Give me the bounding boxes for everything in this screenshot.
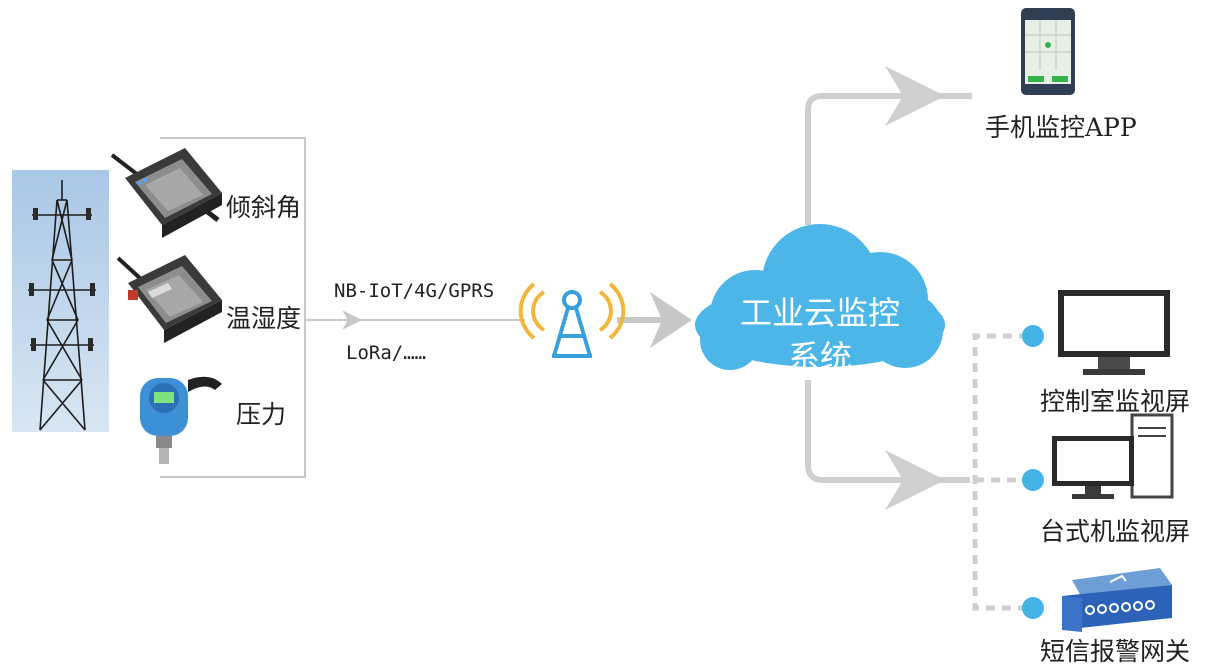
cloud-title-line1: 工业云监控 xyxy=(739,294,900,332)
antenna-icon xyxy=(518,282,626,358)
desktop-computer-icon xyxy=(1052,413,1174,499)
distribution-bus xyxy=(972,333,1028,611)
tower-image xyxy=(12,170,109,432)
sensor-link-arrowhead xyxy=(342,310,362,330)
sensor-label-pressure: 压力 xyxy=(236,400,287,429)
desktop-connector-dot xyxy=(1022,469,1044,491)
link-protocol-secondary: LoRa/…… xyxy=(346,342,427,364)
sms-connector-dot xyxy=(1022,597,1044,619)
phone-icon xyxy=(1021,8,1075,95)
sensor-label-tilt: 倾斜角 xyxy=(226,193,302,222)
cloud-shape xyxy=(695,224,945,370)
cloud-title-line2: 系统 xyxy=(787,338,852,376)
tilt-sensor-image xyxy=(110,148,222,238)
temperature-humidity-sensor-image xyxy=(116,255,222,343)
phone-arrowhead xyxy=(885,66,945,126)
displays-arrowhead xyxy=(885,450,945,510)
sms-gateway-icon xyxy=(1062,568,1172,632)
cloud-to-displays-line xyxy=(805,380,970,483)
control-room-connector-dot xyxy=(1022,325,1044,347)
antenna-cloud-arrowhead xyxy=(650,292,692,348)
cloud-to-phone-line xyxy=(805,93,972,225)
sensor-label-temp-humidity: 温湿度 xyxy=(226,304,302,333)
sensor-group-bracket xyxy=(160,137,306,478)
output-label-sms-gateway: 短信报警网关 xyxy=(1040,637,1191,666)
link-protocol-primary: NB-IoT/4G/GPRS xyxy=(334,280,495,302)
pressure-sensor-image xyxy=(140,376,222,464)
output-label-desktop: 台式机监视屏 xyxy=(1040,517,1191,546)
control-room-monitor-icon xyxy=(1058,290,1170,375)
output-label-control-room: 控制室监视屏 xyxy=(1040,387,1191,416)
output-label-mobile-app: 手机监控APP xyxy=(985,113,1137,142)
